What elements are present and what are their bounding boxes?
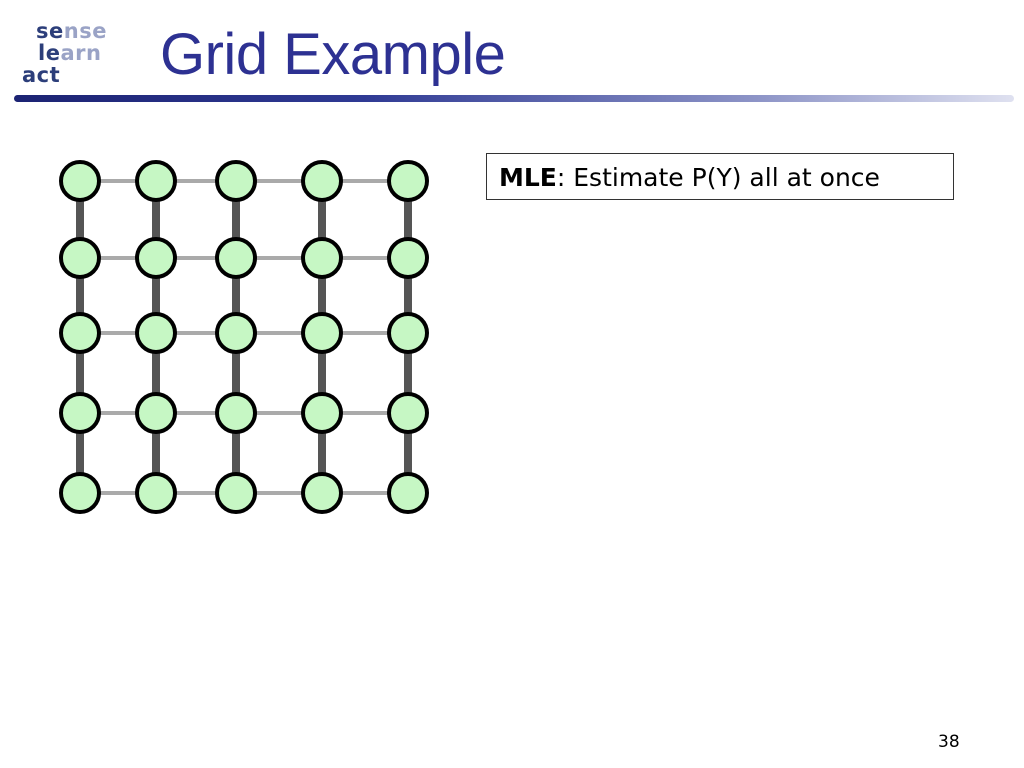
grid-node-3-0	[59, 392, 101, 434]
title-underline	[14, 95, 1014, 102]
grid-node-3-2	[215, 392, 257, 434]
logo-row-act: act	[22, 63, 61, 87]
grid-node-1-1	[135, 237, 177, 279]
grid-node-0-1	[135, 160, 177, 202]
mle-term: MLE	[499, 163, 557, 192]
slide-title: Grid Example	[160, 22, 506, 87]
logo-row-sense: sense	[36, 19, 107, 43]
grid-node-4-4	[387, 472, 429, 514]
grid-node-2-1	[135, 312, 177, 354]
logo-row-learn: learn	[38, 41, 102, 65]
mle-description: : Estimate P(Y) all at once	[556, 163, 880, 192]
grid-graph-diagram	[59, 160, 429, 514]
grid-node-2-0	[59, 312, 101, 354]
grid-node-3-3	[301, 392, 343, 434]
sense-learn-act-logo: sense learn act	[22, 18, 122, 90]
grid-node-4-1	[135, 472, 177, 514]
grid-node-2-3	[301, 312, 343, 354]
grid-node-1-3	[301, 237, 343, 279]
grid-node-0-2	[215, 160, 257, 202]
grid-node-1-0	[59, 237, 101, 279]
grid-node-1-4	[387, 237, 429, 279]
grid-node-4-2	[215, 472, 257, 514]
grid-node-0-4	[387, 160, 429, 202]
grid-node-4-0	[59, 472, 101, 514]
grid-node-1-2	[215, 237, 257, 279]
grid-node-4-3	[301, 472, 343, 514]
grid-node-2-2	[215, 312, 257, 354]
grid-node-0-0	[59, 160, 101, 202]
grid-node-3-4	[387, 392, 429, 434]
grid-node-0-3	[301, 160, 343, 202]
page-number: 38	[938, 732, 960, 752]
grid-node-3-1	[135, 392, 177, 434]
mle-text-box: MLE: Estimate P(Y) all at once	[486, 153, 954, 200]
grid-node-2-4	[387, 312, 429, 354]
